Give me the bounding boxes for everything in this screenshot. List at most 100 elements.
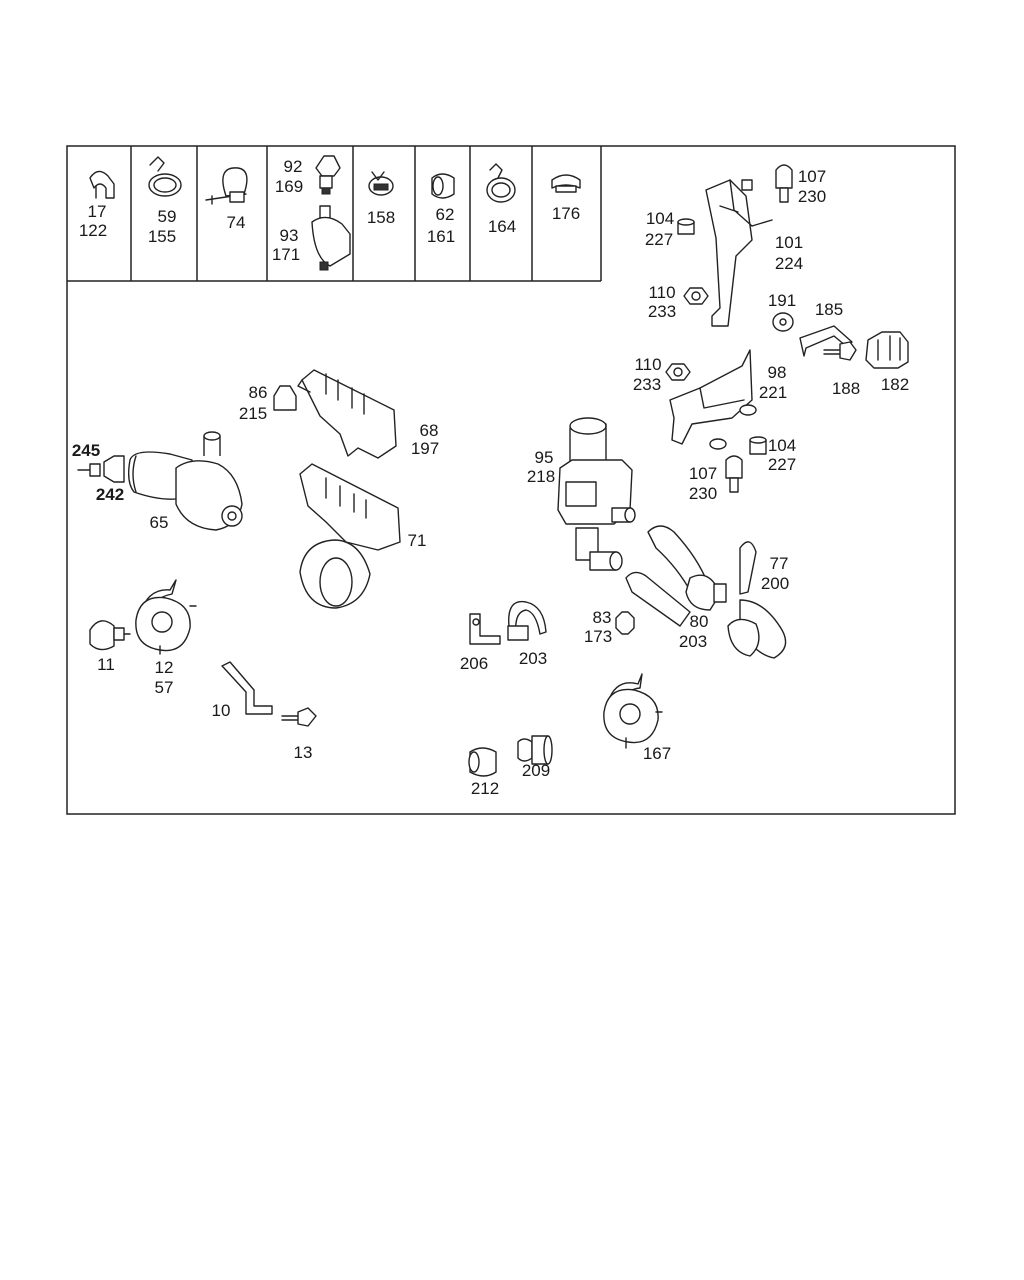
label-171: 171 [272,245,300,264]
label-233-mid: 233 [633,375,661,394]
label-173: 173 [584,627,612,646]
label-77: 77 [770,554,789,573]
label-161: 161 [427,227,455,246]
label-227-mid: 227 [768,455,796,474]
sleeve-212-drawing [468,747,497,777]
label-197: 197 [411,439,439,458]
hose-clamp-59-drawing [148,156,182,197]
label-221: 221 [759,383,787,402]
label-104-top: 104 [646,209,674,228]
nut-83-drawing [615,611,635,635]
label-164: 164 [488,217,516,236]
label-203-left: 203 [519,649,547,668]
label-185: 185 [815,300,843,319]
bracket-101-drawing [705,179,773,327]
diagram-frame [66,145,956,815]
label-215: 215 [239,404,267,423]
clamp-203b-drawing [507,600,547,641]
label-245: 245 [72,441,100,460]
holder-12-drawing [135,579,197,655]
hose-77-drawing [727,541,787,659]
bracket-98-drawing [669,349,757,450]
label-62: 62 [436,205,455,224]
part-labels: 107 230 104 227 101 224 110 233 191 185 … [72,167,909,798]
connector-107b-drawing [725,455,743,493]
label-107-top: 107 [798,167,826,186]
label-68: 68 [420,421,439,440]
label-209: 209 [522,761,550,780]
label-59: 59 [158,207,177,226]
clip-206-drawing [469,613,501,645]
nut-86-drawing [273,385,297,411]
label-206: 206 [460,654,488,673]
clip-92-drawing [315,155,341,195]
label-191: 191 [768,291,796,310]
label-110-top: 110 [648,283,675,302]
label-203-right: 203 [679,632,707,651]
label-212: 212 [471,779,499,798]
clip-93-drawing [311,205,351,271]
hose-clamp-164-drawing [486,163,516,203]
clip-17-drawing [89,170,115,199]
valve-95-drawing [557,417,636,571]
label-92: 92 [284,157,303,176]
label-224: 224 [775,254,803,273]
clip-158-drawing [368,171,394,196]
label-12: 12 [155,658,174,677]
label-74: 74 [227,213,246,232]
label-233-top: 233 [648,302,676,321]
label-104-mid: 104 [768,436,796,455]
label-218: 218 [527,467,555,486]
label-71: 71 [408,531,427,550]
label-188: 188 [832,379,860,398]
connector-107a-drawing [775,164,793,203]
label-65: 65 [150,513,169,532]
label-155: 155 [148,227,176,246]
label-17: 17 [88,202,107,221]
nut-104b-drawing [749,436,767,455]
bracket-68-drawing [297,369,397,459]
relay-182-drawing [865,331,909,369]
nut-110b-drawing [665,363,691,381]
nut-110a-drawing [683,287,709,305]
bracket-71-drawing [299,463,401,609]
label-169: 169 [275,177,303,196]
cable-tie-74-drawing [205,167,248,205]
label-230-top: 230 [798,187,826,206]
nut-104a-drawing [677,218,695,235]
label-83: 83 [593,608,612,627]
bracket-10-drawing [221,661,273,715]
pump-65-drawing [77,431,243,531]
label-98: 98 [768,363,787,382]
label-176: 176 [552,204,580,223]
label-107-mid: 107 [689,464,717,483]
label-158: 158 [367,208,395,227]
label-13: 13 [294,743,313,762]
label-230-mid: 230 [689,484,717,503]
label-200: 200 [761,574,789,593]
label-167: 167 [643,744,671,763]
bracket-185-drawing [799,325,853,357]
bolt-13-drawing [281,707,317,727]
label-10: 10 [212,701,231,720]
label-110-mid: 110 [634,355,661,374]
label-80: 80 [690,612,709,631]
label-101: 101 [775,233,803,252]
label-11: 11 [97,655,115,674]
bolt-188-drawing [823,341,857,361]
label-182: 182 [881,375,909,394]
label-95: 95 [535,448,554,467]
label-93: 93 [280,226,299,245]
connector-11-drawing [89,620,131,651]
clamp-176-drawing [551,174,581,193]
washer-191-drawing [772,312,794,332]
label-227-top: 227 [645,230,673,249]
label-57: 57 [155,678,174,697]
header-labels: 17 122 59 155 74 92 169 93 171 158 62 16… [79,157,580,264]
sleeve-62-drawing [431,173,455,199]
holder-167-drawing [603,673,663,749]
label-86: 86 [249,383,268,402]
hose-80-drawing [625,525,727,627]
label-122: 122 [79,221,107,240]
